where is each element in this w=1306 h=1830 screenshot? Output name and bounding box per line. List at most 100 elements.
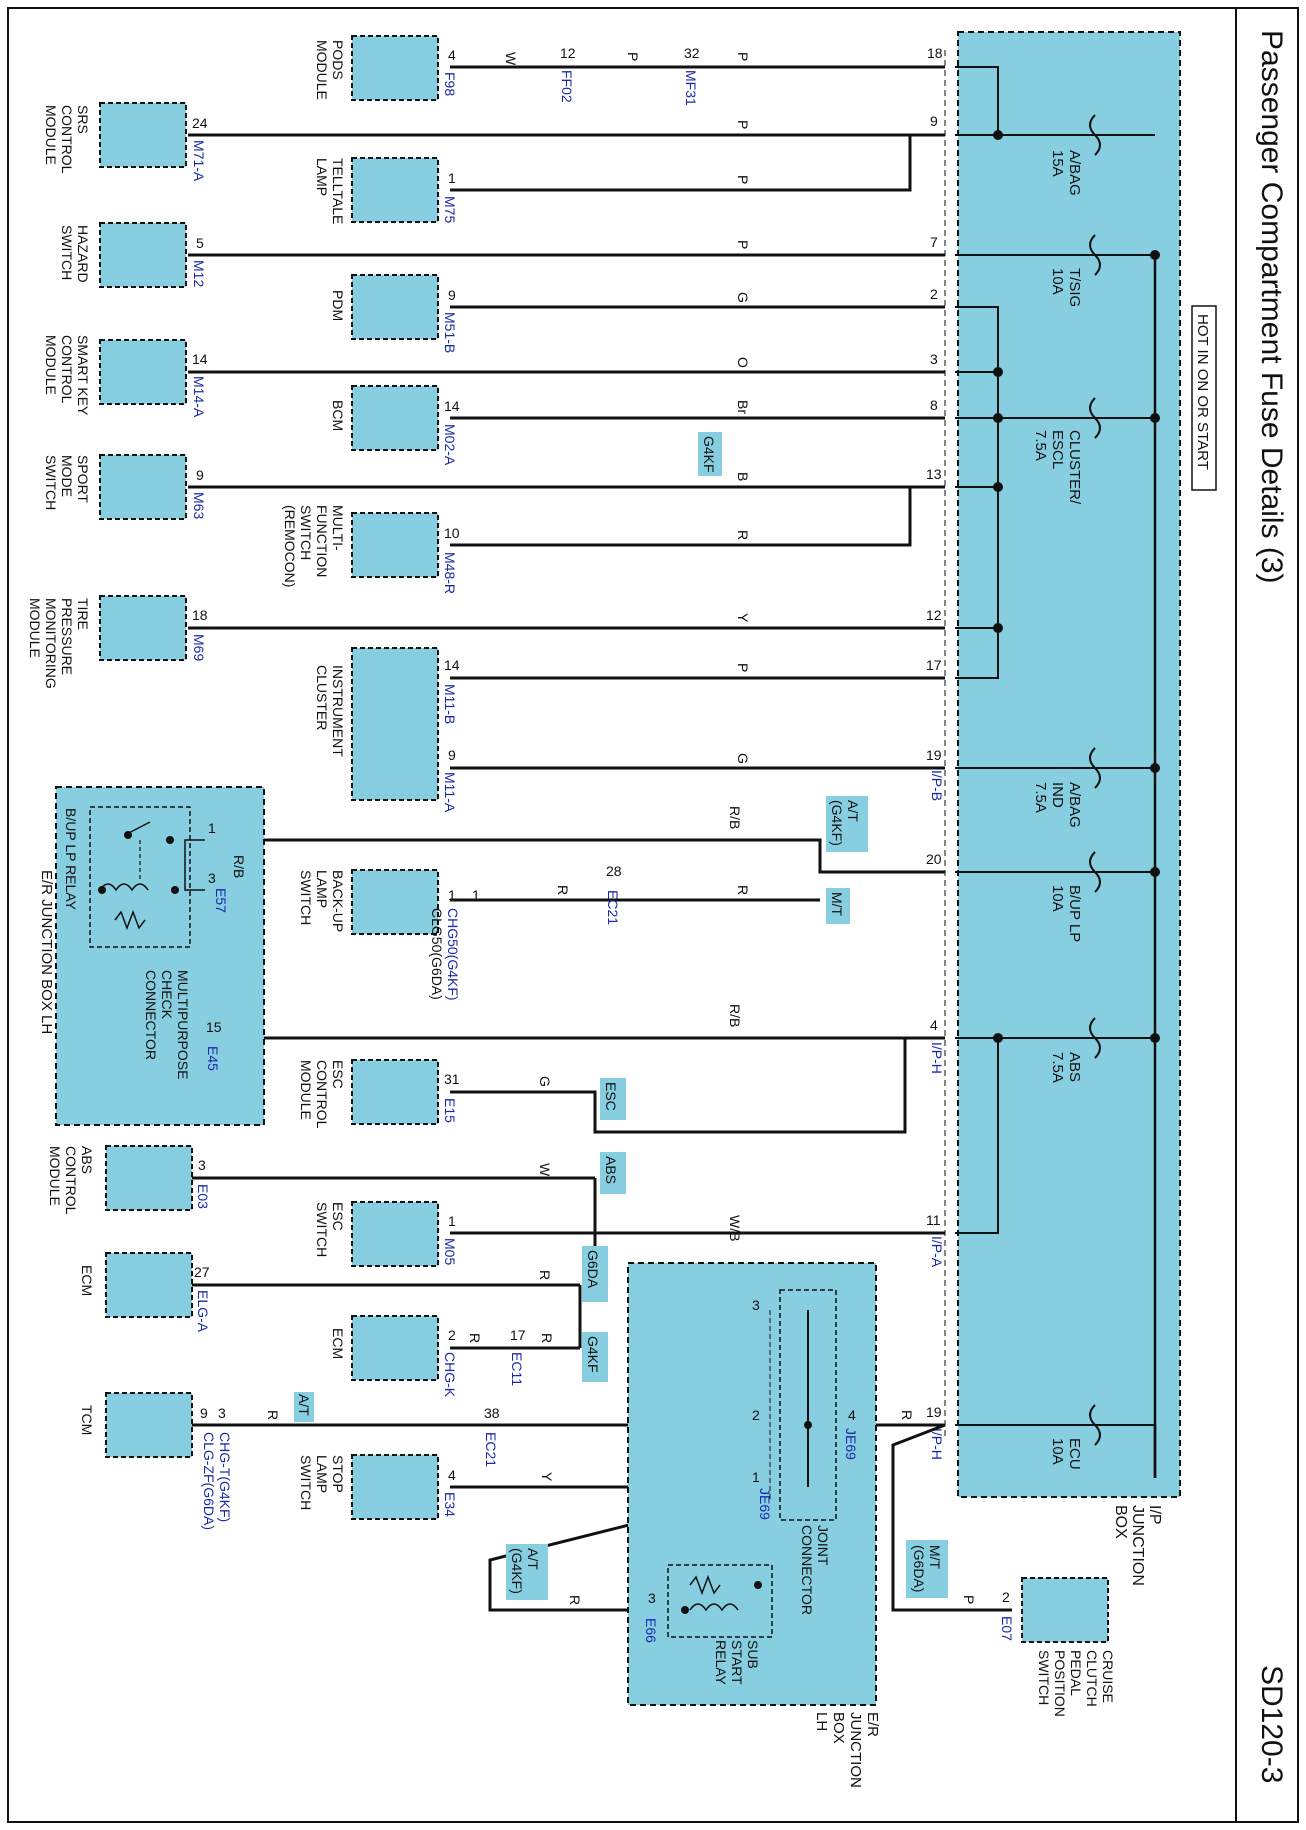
sub-start-label: SUB — [745, 1640, 761, 1669]
svg-text:5: 5 — [196, 235, 204, 251]
wire-color: R — [537, 1270, 553, 1280]
ip-pin: 8 — [930, 397, 938, 413]
ip-pin: 9 — [930, 113, 938, 129]
fuse-label: T/SIG — [1066, 268, 1083, 307]
fuse-label: ABS — [1066, 1052, 1083, 1082]
tag-at-g4kf: A/T(G4KF) — [826, 796, 868, 852]
fuse-label: 7.5A — [1049, 1052, 1066, 1083]
wire-color: R — [735, 885, 751, 895]
svg-text:E07: E07 — [999, 1616, 1015, 1641]
svg-text:BCM: BCM — [330, 400, 346, 431]
svg-text:SWITCH: SWITCH — [298, 1455, 314, 1510]
relay-wire-color: R/B — [231, 855, 247, 878]
svg-text:MODULE: MODULE — [43, 105, 59, 165]
svg-text:M11-B: M11-B — [442, 684, 458, 724]
svg-text:(G4KF): (G4KF) — [509, 1548, 525, 1594]
joint-pin: 1 — [752, 1469, 760, 1485]
svg-text:SWITCH: SWITCH — [59, 225, 75, 280]
er-junction-box-lh: 1 3 E57 R/B B/UP LP RELAY 15 E45 MULTIPU… — [55, 786, 265, 1126]
svg-text:PDM: PDM — [330, 290, 346, 321]
junction-dot — [993, 623, 1003, 633]
svg-text:M11-A: M11-A — [442, 772, 458, 813]
fuse-label: 10A — [1049, 268, 1066, 295]
wire-color: R — [899, 1410, 915, 1420]
svg-text:3: 3 — [198, 1157, 206, 1173]
tag-abs: ABS — [600, 1152, 626, 1194]
svg-text:3: 3 — [218, 1405, 226, 1421]
svg-text:9: 9 — [200, 1405, 208, 1421]
er-box-label: BOX — [830, 1712, 847, 1744]
wire-color: P — [625, 52, 641, 61]
svg-text:HAZARD: HAZARD — [75, 225, 91, 283]
svg-text:M02-A: M02-A — [442, 424, 458, 466]
junction-dot — [1150, 763, 1160, 773]
svg-text:M51-B: M51-B — [442, 312, 458, 353]
tag-esc: ESC — [600, 1078, 626, 1120]
svg-text:CHG-T(G4KF): CHG-T(G4KF) — [217, 1432, 233, 1522]
wire-color: R — [265, 1410, 281, 1420]
svg-text:MODULE: MODULE — [298, 1060, 314, 1120]
svg-text:ABS: ABS — [79, 1146, 95, 1174]
svg-text:4: 4 — [448, 47, 456, 63]
ip-connector-label: I/P-B — [929, 770, 945, 801]
junction-dot — [993, 367, 1003, 377]
svg-text:E15: E15 — [442, 1098, 458, 1123]
joint-pin: 4 — [848, 1407, 856, 1423]
wire-color: R — [467, 1333, 483, 1343]
wire-color: W — [537, 1163, 553, 1177]
svg-text:STOP: STOP — [330, 1455, 346, 1493]
ip-box-label: JUNCTION — [1129, 1505, 1146, 1586]
svg-text:LAMP: LAMP — [314, 1455, 330, 1493]
svg-text:9: 9 — [448, 287, 456, 303]
joint-pin: 2 — [752, 1407, 760, 1423]
ip-internal-wiring — [955, 66, 999, 1234]
fuse-label: IND — [1049, 782, 1066, 808]
svg-text:CLUSTER: CLUSTER — [314, 665, 330, 730]
wire-color: P — [735, 175, 751, 184]
svg-text:TIRE: TIRE — [75, 598, 91, 630]
sub-start-connector: E66 — [643, 1618, 659, 1643]
inline-pin: 17 — [510, 1327, 526, 1343]
ip-pin: 12 — [926, 607, 942, 623]
wire-color: W — [503, 52, 519, 66]
wire-color: P — [735, 120, 751, 129]
svg-text:CHG-K: CHG-K — [442, 1352, 458, 1398]
svg-text:ESC: ESC — [603, 1082, 619, 1111]
tag-at-g4kf-2: A/T(G4KF) — [506, 1544, 548, 1600]
svg-text:18: 18 — [192, 607, 208, 623]
ip-pin: 19 — [926, 1404, 942, 1420]
svg-text:ESC: ESC — [330, 1060, 346, 1089]
fuse-label: A/BAG — [1066, 150, 1083, 196]
svg-text:G4KF: G4KF — [701, 436, 717, 473]
svg-text:9: 9 — [448, 747, 456, 763]
junction-dot — [993, 482, 1003, 492]
svg-text:ABS: ABS — [603, 1156, 619, 1184]
wire-color: R — [567, 1595, 583, 1605]
svg-text:(G4KF): (G4KF) — [829, 800, 845, 846]
mpcc-label: MULTIPURPOSE — [175, 970, 191, 1079]
relay-pin1: 1 — [208, 820, 216, 836]
svg-text:M69: M69 — [191, 634, 207, 661]
tag-g4kf-2: G4KF — [582, 1332, 608, 1382]
svg-text:G4KF: G4KF — [585, 1336, 601, 1373]
svg-text:M/T: M/T — [927, 1545, 943, 1570]
mpcc-connector: E45 — [205, 1046, 221, 1071]
svg-text:PEDAL: PEDAL — [1068, 1650, 1084, 1696]
ip-connector-label: I/P-H — [929, 1428, 945, 1460]
tag-g4kf: G4KF — [698, 432, 722, 476]
joint-connector: JE69 — [843, 1428, 859, 1460]
ip-pin: 4 — [930, 1017, 938, 1033]
